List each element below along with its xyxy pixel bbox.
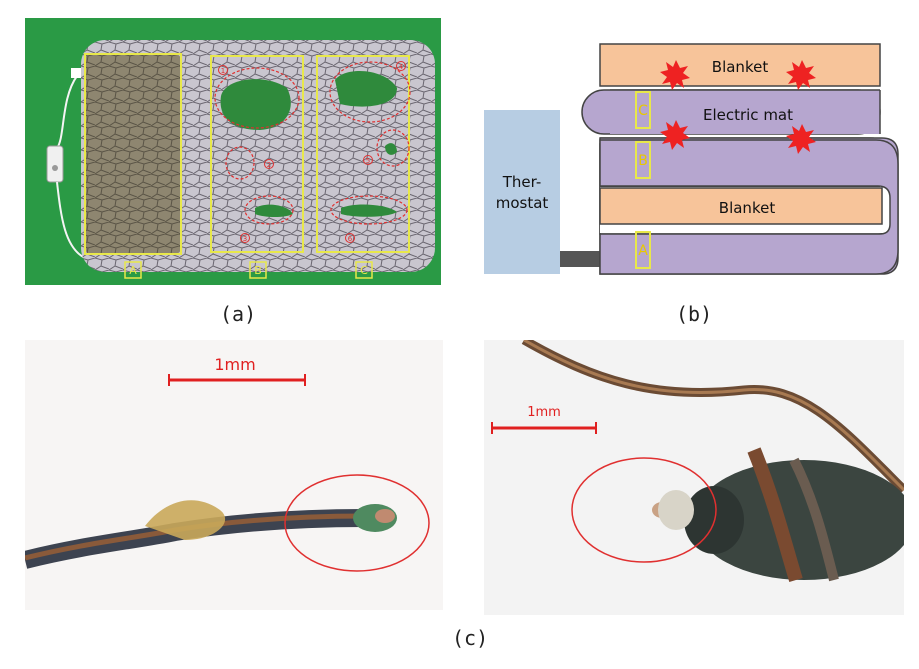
marker-6: 6 — [348, 235, 353, 243]
right-highlight-circle — [571, 457, 717, 563]
thermostat-label-line-1: Ther- — [502, 173, 542, 191]
power-cord — [560, 251, 602, 267]
zone-label-c: C — [360, 264, 368, 277]
caption-a: (a) — [220, 302, 257, 326]
thermostat-label-line-2: mostat — [496, 194, 549, 212]
marker-1: 1 — [221, 67, 225, 75]
bottom-blanket-label: Blanket — [719, 199, 776, 217]
marker-3: 3 — [243, 235, 247, 243]
panel-b-diagram: Ther- mostat Blanket Blanket Electric ma… — [480, 38, 900, 278]
panel-c-left-photo: 1mm — [25, 340, 443, 610]
zone-label-c-b: C — [638, 103, 648, 119]
spark-4 — [786, 124, 816, 154]
thermostat-box — [484, 110, 560, 274]
zone-label-b-b: B — [638, 153, 648, 169]
zone-label-b: B — [254, 264, 262, 277]
spark-2 — [786, 60, 816, 90]
left-highlight-circle — [284, 474, 430, 572]
marker-5: 5 — [366, 157, 370, 165]
top-blanket-label: Blanket — [712, 58, 769, 76]
spark-3 — [660, 120, 690, 150]
left-scale-label: 1mm — [214, 355, 255, 374]
marker-2: 2 — [267, 161, 271, 169]
panel-c-right-photo: 1mm — [484, 340, 904, 615]
spark-1 — [660, 60, 690, 90]
electric-mat-label: Electric mat — [703, 106, 793, 124]
zone-label-a: A — [129, 264, 137, 277]
marker-4: 4 — [399, 63, 404, 71]
top-blanket — [599, 43, 881, 87]
bottom-blanket — [599, 187, 883, 225]
zone-label-a-b: A — [638, 243, 648, 259]
caption-b: (b) — [676, 302, 713, 326]
panel-a-photo: 1 2 3 4 5 6 A B C — [25, 18, 441, 285]
right-scale-label: 1mm — [527, 405, 561, 420]
caption-c: (c) — [452, 626, 489, 650]
